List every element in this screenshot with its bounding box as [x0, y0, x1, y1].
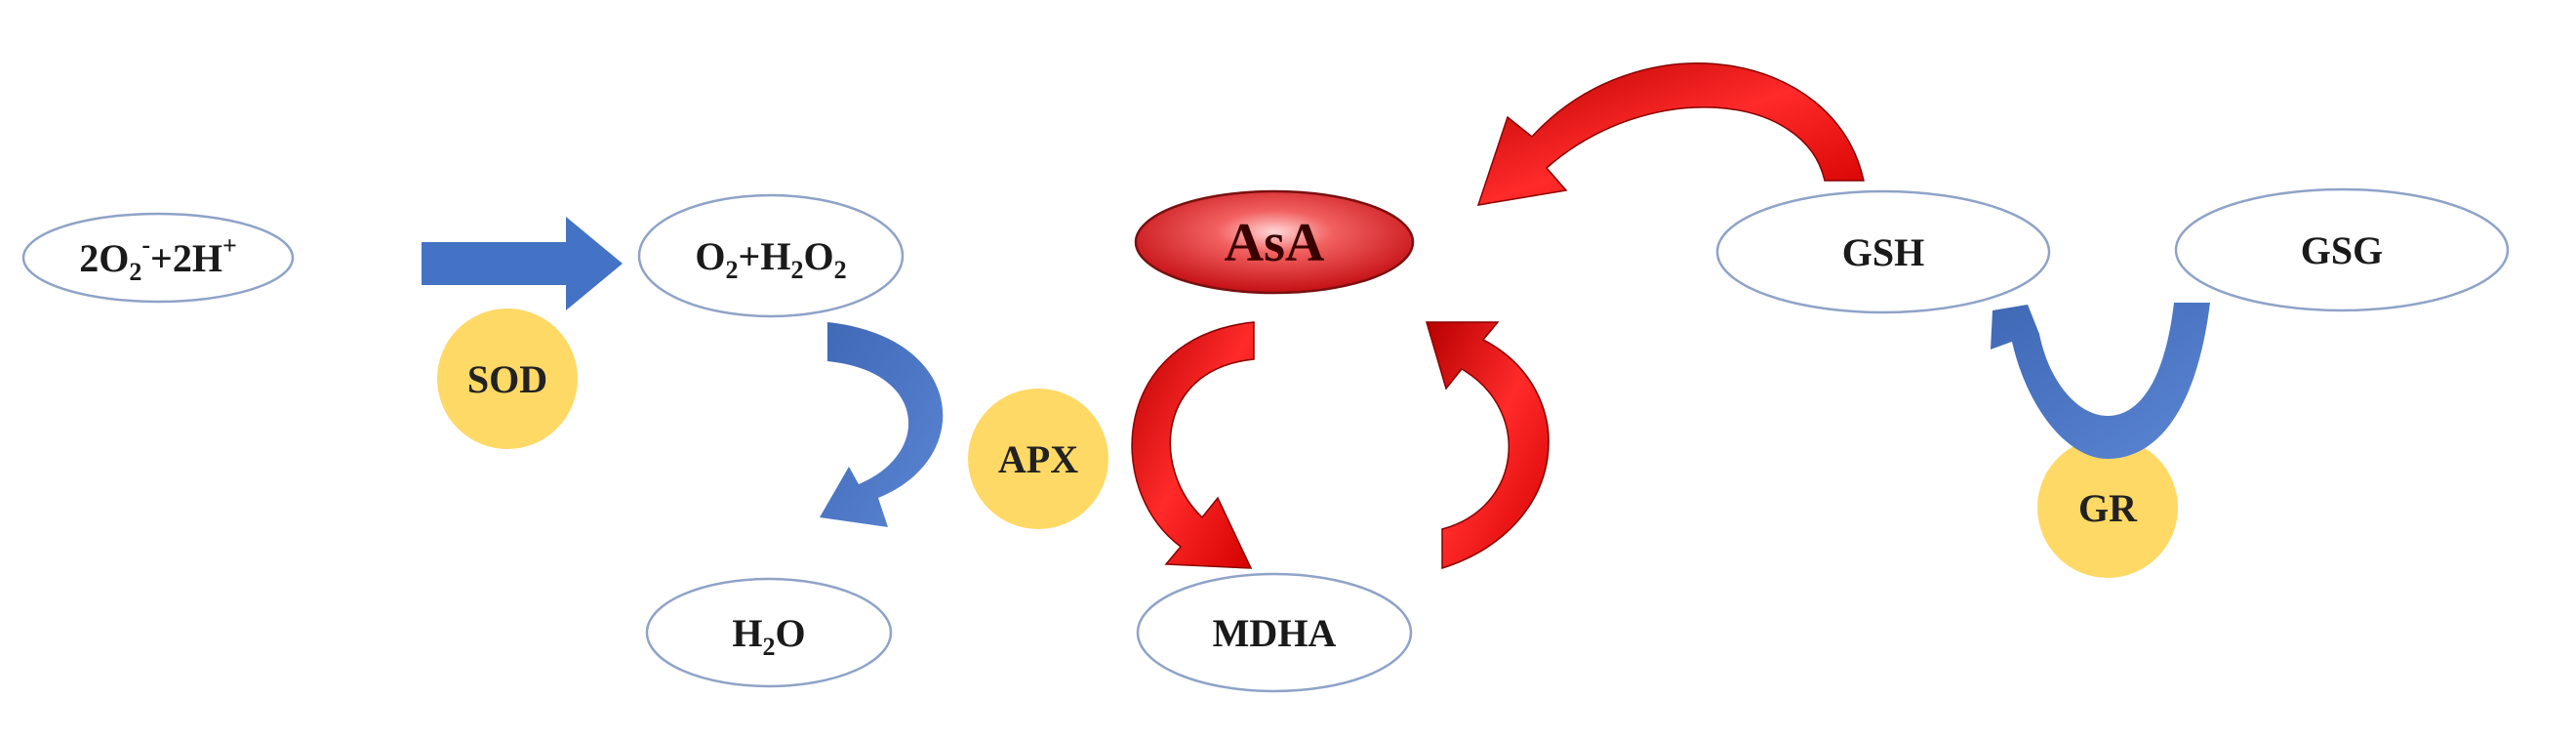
node-water-ellipse — [645, 577, 893, 688]
sod-reaction-arrow — [422, 217, 623, 310]
enzyme-apx: APX — [968, 389, 1108, 529]
node-o2-h2o2-ellipse — [637, 193, 905, 318]
node-gsg: GSG — [2174, 187, 2510, 312]
enzyme-apx-circle — [968, 389, 1108, 529]
node-water-label: H2O — [732, 611, 805, 661]
node-mdha-label: MDHA — [1213, 611, 1337, 655]
node-asa-ellipse — [1134, 189, 1415, 295]
node-gsg-label: GSG — [2301, 228, 2383, 272]
node-asa-label: AsA — [1225, 213, 1325, 273]
node-water: H2O — [645, 577, 893, 688]
node-gsh-ellipse — [1715, 189, 2051, 314]
apx-reaction-arrow — [820, 322, 944, 527]
node-o2-h2o2-label: O2+H2O2 — [695, 234, 846, 284]
enzyme-apx-label: APX — [998, 437, 1078, 481]
asa-to-mdha-arrow — [1131, 321, 1255, 569]
node-superoxide-label: 2O2-+2H+ — [79, 230, 237, 286]
enzyme-gr-label: GR — [2078, 486, 2138, 530]
node-superoxide-ellipse — [21, 212, 295, 304]
enzyme-sod: SOD — [437, 308, 578, 449]
enzyme-sod-label: SOD — [467, 357, 547, 401]
node-gsh-label: GSH — [1842, 230, 1924, 274]
node-asa: AsA — [1134, 189, 1415, 295]
enzyme-gr-circle — [2037, 437, 2178, 578]
enzyme-gr: GR — [2037, 437, 2178, 578]
node-superoxide: 2O2-+2H+ — [21, 212, 295, 304]
node-gsg-ellipse — [2174, 187, 2510, 312]
node-mdha: MDHA — [1136, 572, 1413, 693]
mdha-to-asa-arrow — [1425, 321, 1550, 570]
node-gsh: GSH — [1715, 189, 2051, 314]
node-o2-h2o2: O2+H2O2 — [637, 193, 905, 318]
gsh-to-asa-arrow — [1476, 62, 1865, 206]
node-mdha-ellipse — [1136, 572, 1413, 693]
gr-reaction-arrow — [1991, 303, 2210, 459]
enzyme-sod-circle — [437, 308, 578, 449]
